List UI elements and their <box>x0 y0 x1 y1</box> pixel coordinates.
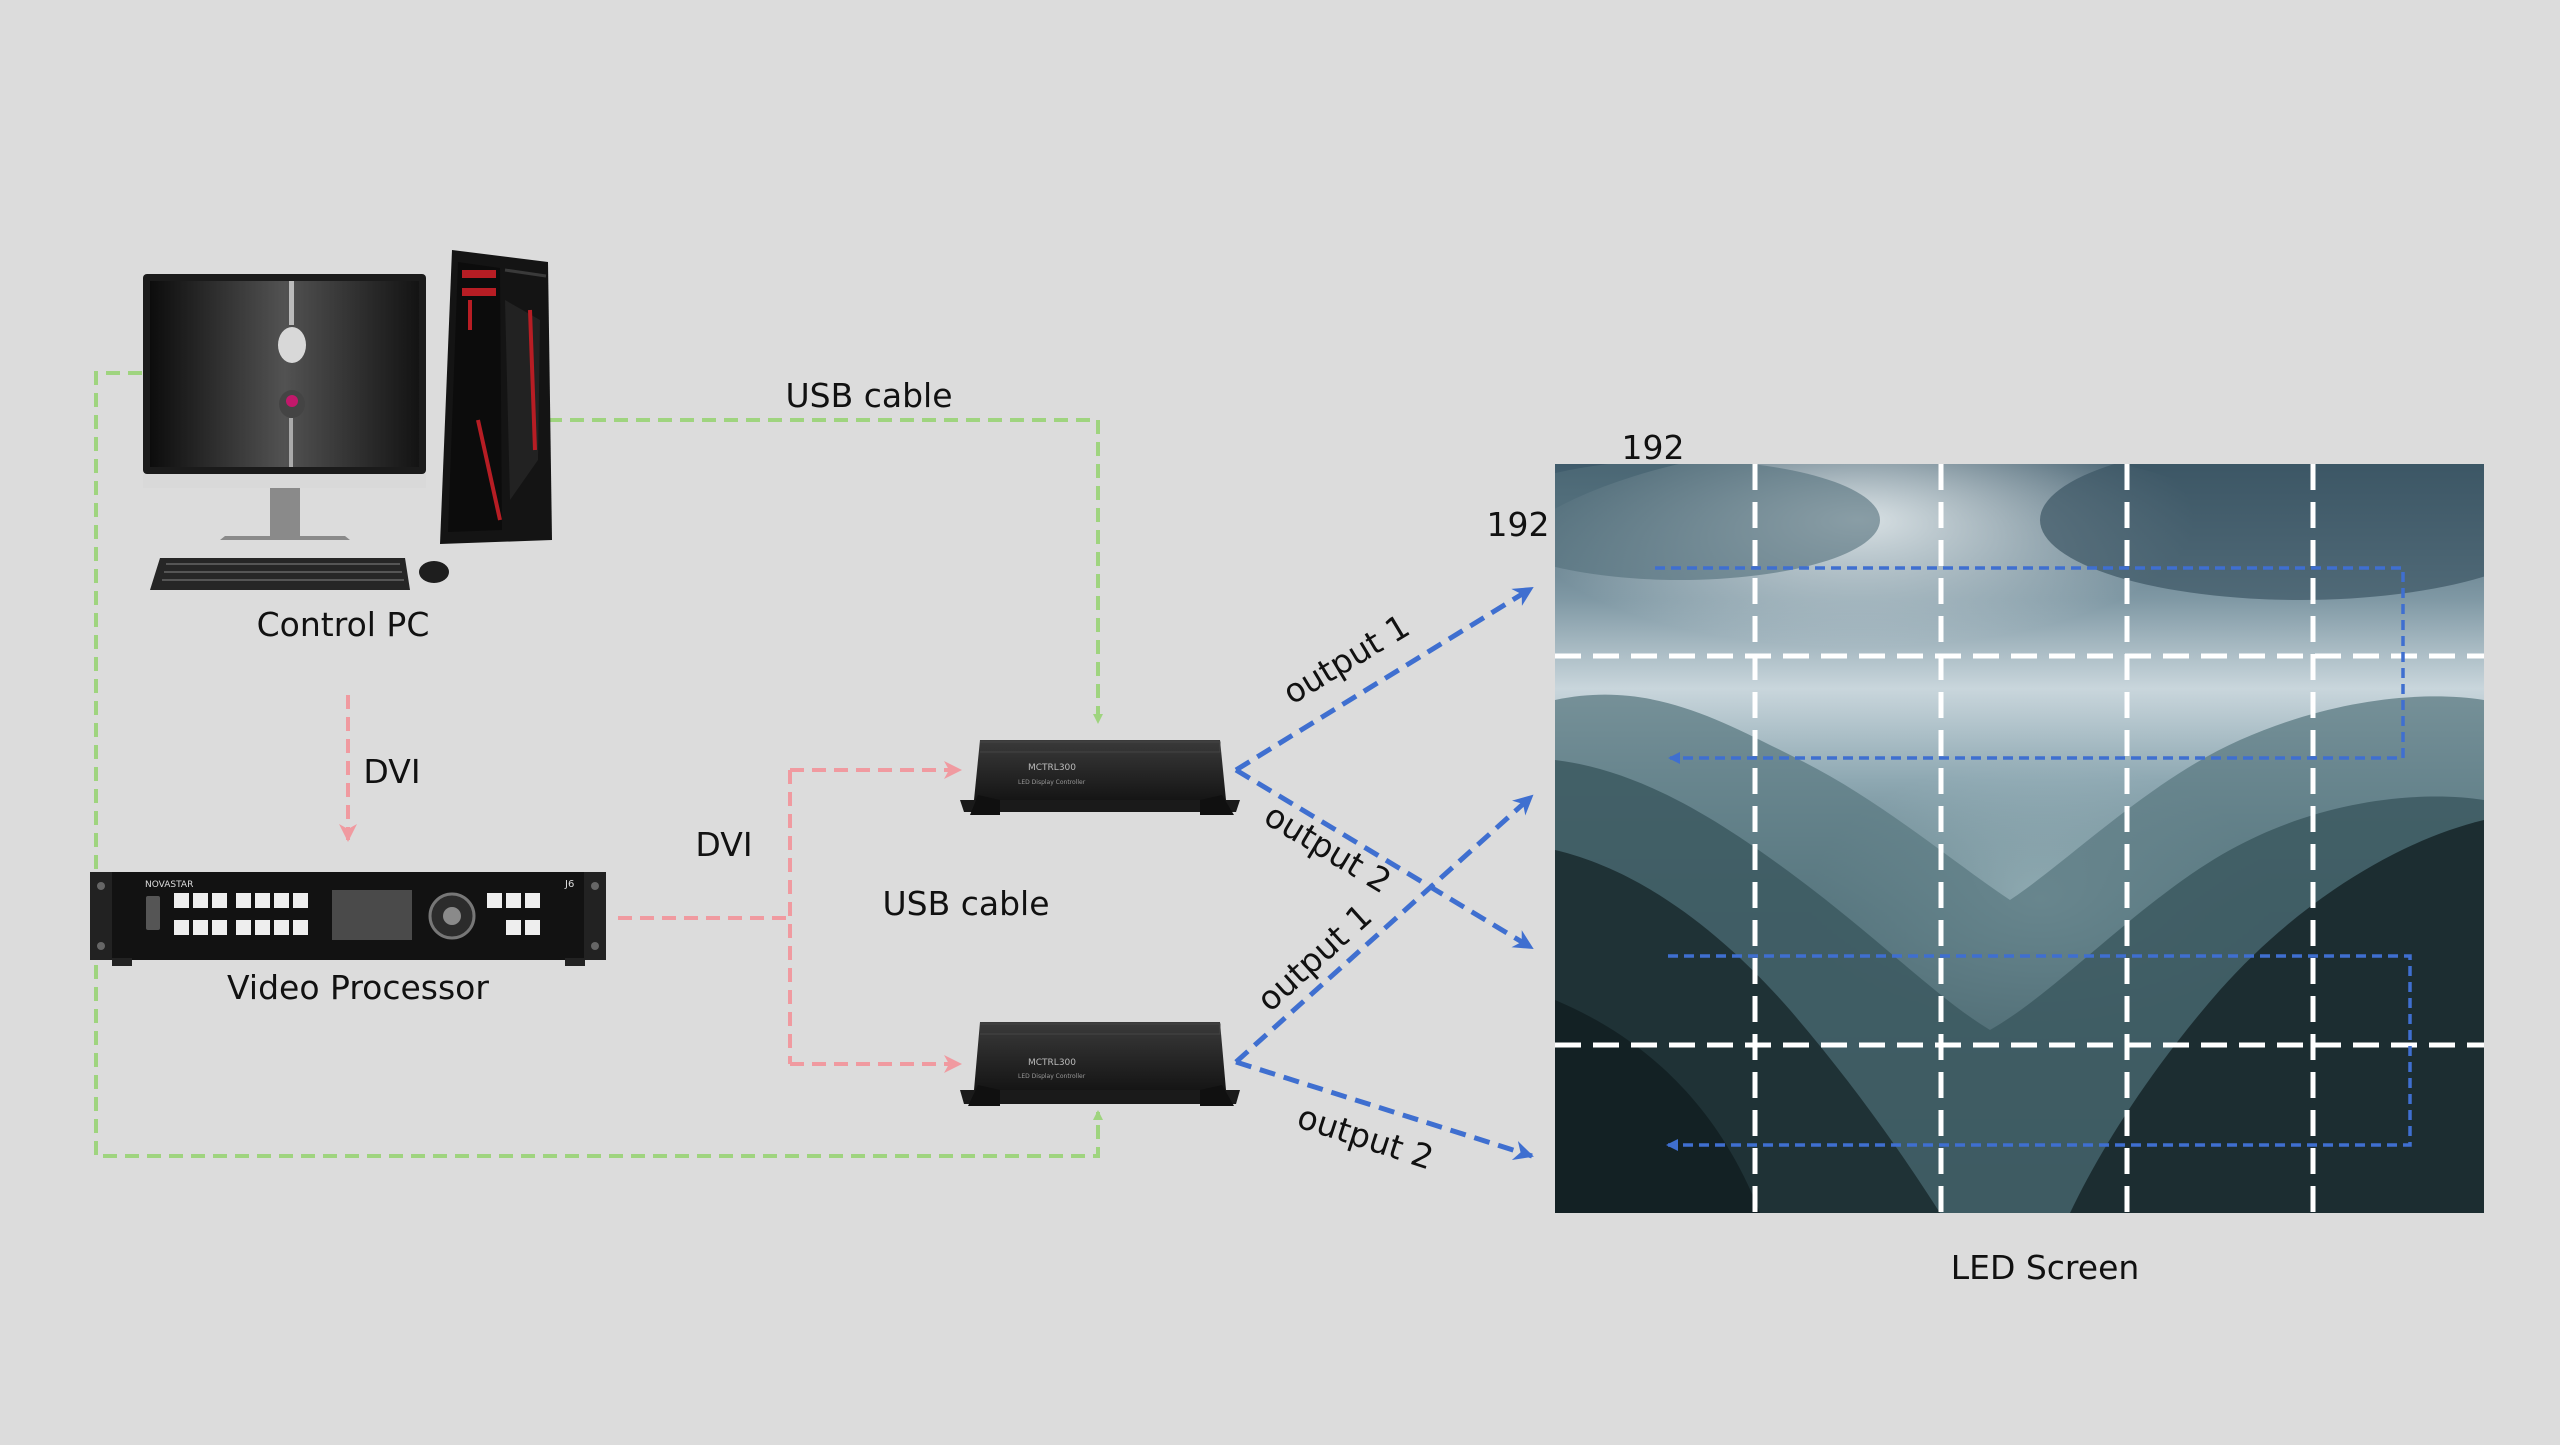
processor-display <box>332 890 412 940</box>
controller-2-caption: LED Display Controller <box>1018 1073 1086 1080</box>
controller-1-model: MCTRL300 <box>1028 763 1076 773</box>
cabinet-width-label: 192 <box>1622 428 1685 467</box>
pc-keyboard <box>150 558 410 590</box>
usb-line-to-controller-2 <box>94 371 1103 1158</box>
scan-path <box>1655 566 2412 1151</box>
usb-cable-lines <box>94 371 1103 1158</box>
ctrl1-output2-line <box>1234 767 1534 951</box>
ctrl2-output1-label: output 1 <box>1249 896 1379 1019</box>
ctrl1-output1-line <box>1234 585 1534 773</box>
video-processor: NOVASTAR J6 <box>90 872 606 966</box>
control-pc <box>143 250 552 590</box>
led-screen <box>1555 464 2484 1220</box>
usb-cable-label-top: USB cable <box>785 376 952 415</box>
pc-monitor <box>143 274 426 540</box>
dvi-label-horizontal: DVI <box>695 825 752 864</box>
controller-2-model: MCTRL300 <box>1028 1058 1076 1068</box>
control-pc-label: Control PC <box>257 605 430 644</box>
ctrl2-output1-line <box>1234 794 1534 1064</box>
cabinet-grid <box>1555 464 2484 1220</box>
scan-path-upper <box>1655 566 2405 764</box>
ctrl1-output2-label: output 2 <box>1258 795 1398 901</box>
cabinet-height-label: 192 <box>1487 505 1550 544</box>
pc-tower <box>440 250 552 544</box>
usb-line-to-controller-1 <box>548 418 1103 724</box>
scan-path-lower <box>1666 954 2412 1151</box>
led-screen-label: LED Screen <box>1951 1248 2140 1287</box>
ctrl2-output2-label: output 2 <box>1293 1097 1439 1177</box>
led-controller-2: MCTRL300 LED Display Controller <box>960 1022 1240 1106</box>
pc-mouse <box>419 561 449 583</box>
ctrl1-output1-label: output 1 <box>1276 606 1416 712</box>
ctrl2-output2-line <box>1235 1059 1534 1161</box>
processor-brand: NOVASTAR <box>145 880 193 890</box>
video-processor-label: Video Processor <box>227 968 489 1007</box>
processor-buttons <box>174 893 540 935</box>
controller-1-caption: LED Display Controller <box>1018 779 1086 786</box>
led-screen-image <box>1555 464 2484 1213</box>
dvi-lines <box>339 695 962 1073</box>
output-lines <box>1234 585 1534 1161</box>
dvi-label-vertical: DVI <box>363 752 420 791</box>
processor-model: J6 <box>564 879 574 890</box>
usb-cable-label-mid: USB cable <box>882 884 1049 923</box>
led-controller-1: MCTRL300 LED Display Controller <box>960 740 1240 815</box>
